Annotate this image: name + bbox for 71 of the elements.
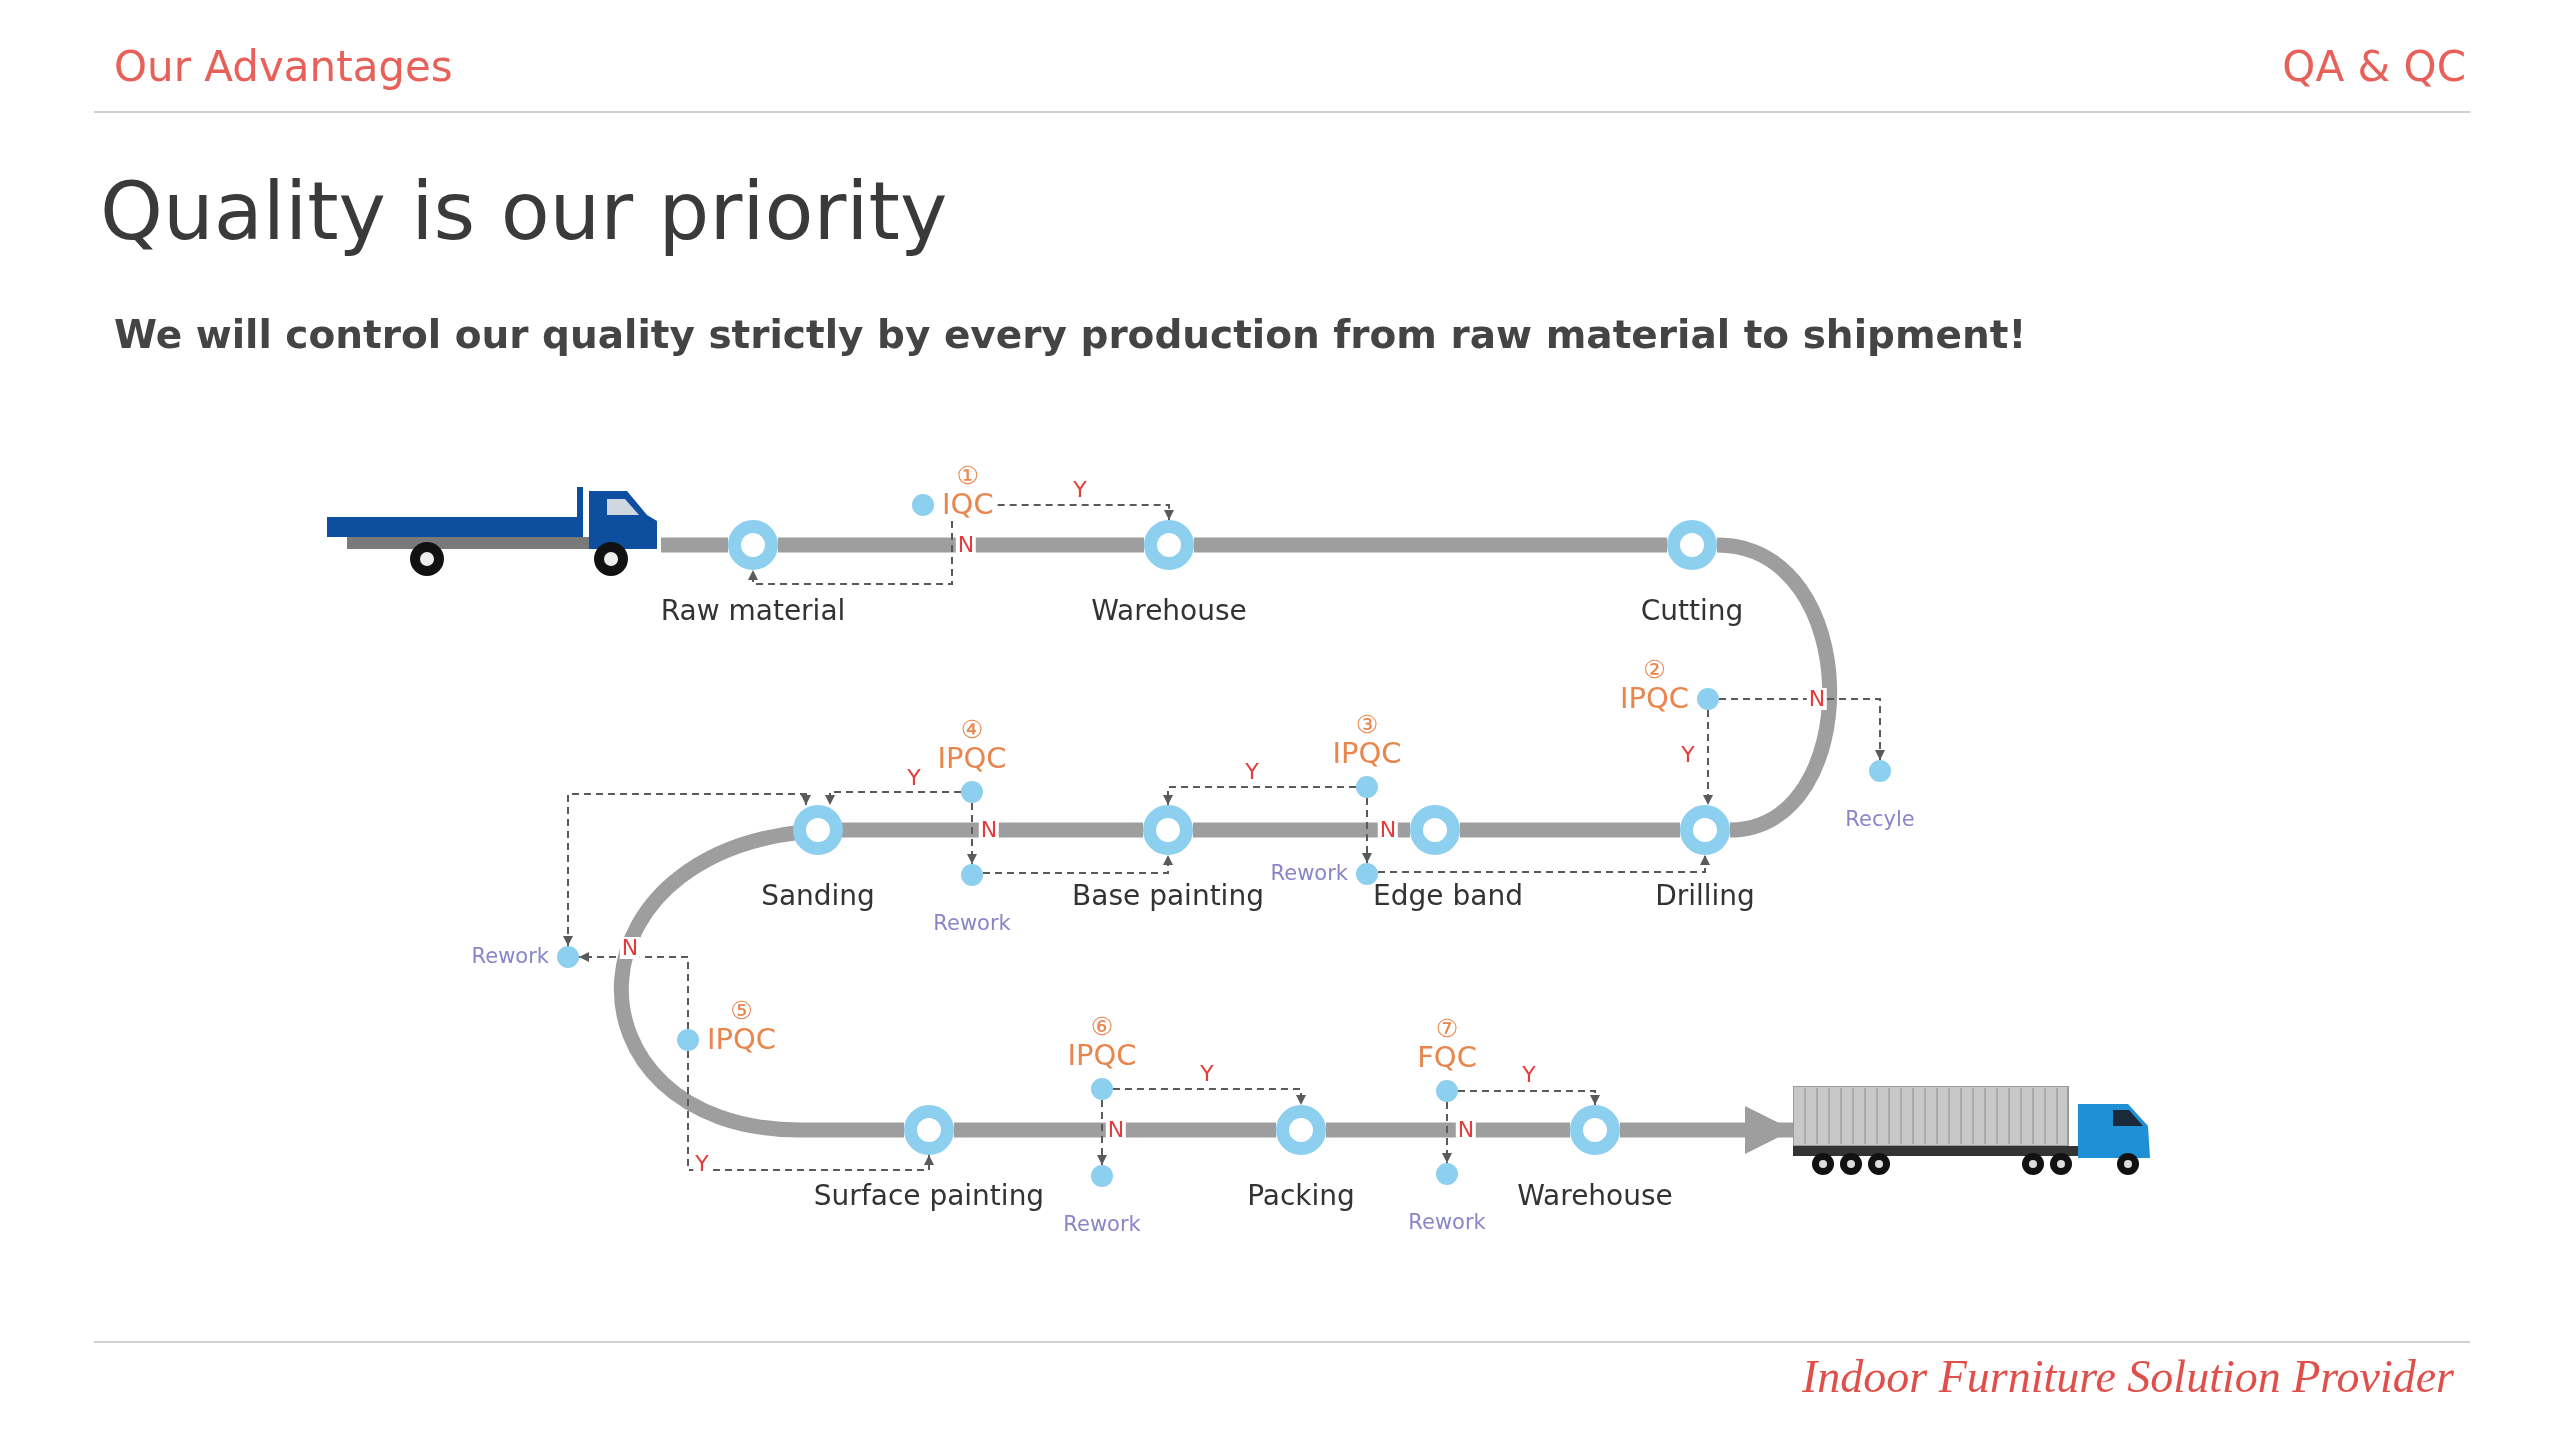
section-title: Our Advantages: [114, 44, 453, 91]
inspection-label: IPQC: [1619, 683, 1689, 715]
result-label: Rework: [471, 945, 549, 969]
step-number: ③: [1355, 710, 1379, 739]
result-label: Rework: [1408, 1211, 1486, 1235]
station-label: Warehouse: [1091, 596, 1247, 627]
station-label: Sanding: [761, 881, 875, 912]
result-label: Rework: [933, 912, 1011, 936]
track-line: [1194, 537, 1667, 553]
track-line: [1326, 1122, 1570, 1138]
dashed-arrow: [563, 793, 811, 947]
step-number: ⑤: [730, 996, 753, 1025]
dashed-arrow: [825, 791, 962, 806]
step-number: ⑥: [1090, 1012, 1114, 1041]
inspection-label: IPQC: [937, 743, 1007, 775]
inspection-label: FQC: [1417, 1042, 1477, 1074]
track-line: [614, 822, 904, 1138]
step-number: ④: [960, 715, 984, 744]
dashed-arrow: [1097, 1099, 1107, 1166]
station-label: Surface painting: [813, 1181, 1045, 1212]
dashed-arrow: [1377, 854, 1710, 873]
edge-label: N: [1105, 1119, 1127, 1141]
edge-label: N: [1377, 819, 1399, 841]
inspection-label: IPQC: [1332, 738, 1402, 770]
track-line: [1193, 822, 1410, 838]
station-label: Warehouse: [1517, 1181, 1673, 1212]
dashed-arrow: [1718, 698, 1885, 761]
edge-label: N: [978, 819, 1000, 841]
dashed-arrow: [996, 504, 1174, 521]
track-line: [1715, 537, 1837, 838]
dashed-arrow: [687, 1050, 934, 1171]
dashed-arrow: [1703, 709, 1713, 806]
inspection-label: IQC: [942, 489, 994, 521]
edge-label: N: [619, 937, 641, 959]
step-number: ⑦: [1435, 1014, 1459, 1043]
dashed-arrow: [967, 802, 977, 865]
step-number: ②: [1643, 655, 1666, 684]
step-number: ①: [956, 461, 980, 490]
dashed-arrow: [1112, 1088, 1306, 1106]
track-line: [843, 822, 1143, 838]
station-label: Raw material: [660, 596, 846, 627]
edge-label: N: [955, 534, 977, 556]
edge-label: N: [1455, 1119, 1477, 1141]
dashed-arrow: [578, 952, 689, 1030]
subtitle: We will control our quality strictly by every production from raw material to shipment!: [114, 314, 2027, 357]
result-label: Rework: [1270, 862, 1348, 886]
result-label: Recyle: [1845, 808, 1915, 832]
result-label: Rework: [1063, 1213, 1141, 1237]
dashed-arrow: [748, 519, 953, 585]
track-line: [778, 537, 1144, 553]
container-truck-icon: [1793, 1086, 2152, 1176]
dashed-arrow: [1163, 786, 1357, 806]
edge-label: N: [1806, 688, 1828, 710]
inspection-label: IPQC: [1067, 1040, 1137, 1072]
station-label: Cutting: [1640, 596, 1744, 627]
station-label: Drilling: [1655, 881, 1755, 912]
track-line: [954, 1122, 1276, 1138]
station-label: Packing: [1247, 1181, 1355, 1212]
inspection-label: IPQC: [707, 1024, 777, 1056]
station-label: Edge band: [1372, 881, 1523, 912]
track-line: [1460, 822, 1680, 838]
dashed-arrow: [1362, 797, 1372, 864]
track-arrow: [1620, 1106, 1793, 1154]
dashed-arrow: [1442, 1101, 1452, 1164]
dashed-arrow: [1457, 1090, 1600, 1106]
dashed-arrow: [982, 854, 1173, 874]
page-title: Quality is our priority: [100, 168, 948, 256]
station-label: Base painting: [1072, 881, 1264, 912]
tagline: Indoor Furniture Solution Provider: [1801, 1352, 2454, 1403]
track-line: [661, 537, 728, 553]
section-tag: QA & QC: [2282, 44, 2466, 91]
